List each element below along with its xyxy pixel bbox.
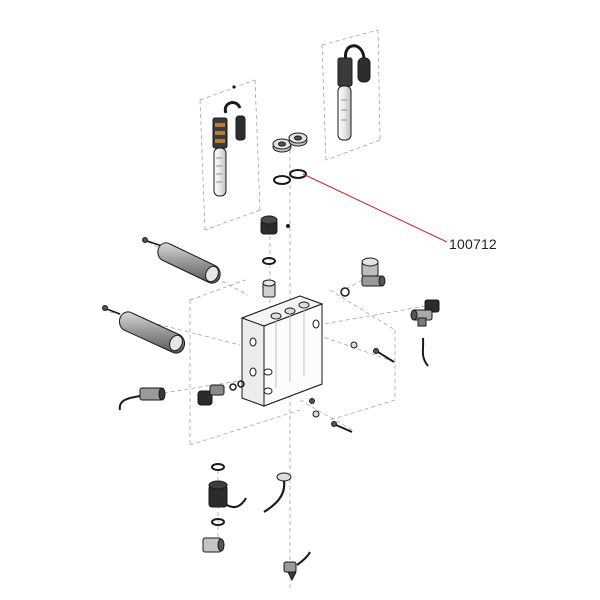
right-elbow-fitting: [340, 257, 386, 297]
upper-cylinder-heater: [142, 237, 221, 284]
assembly-guide-lines: [109, 29, 433, 590]
right-screw: [350, 341, 395, 363]
callout-leader-line: [302, 173, 448, 243]
o-rings-100712: [273, 169, 307, 185]
bottom-drain-valve: [283, 551, 311, 582]
lower-screws: [309, 398, 353, 433]
right-valve-fitting: [410, 299, 440, 367]
top-caps: [272, 132, 308, 153]
left-probe-sensor: [212, 85, 246, 197]
bottom-hose-fitting: [263, 472, 292, 513]
upper-fitting-stack: [260, 215, 290, 298]
manifold-block: [240, 295, 324, 407]
bottom-pump-assembly: [202, 463, 247, 553]
left-plug-fitting: [197, 380, 245, 406]
left-temperature-sensor: [118, 387, 166, 411]
callout-label-part-number: 100712: [449, 236, 497, 252]
lower-cylinder-heater: [102, 305, 186, 354]
right-probe-sensor: [337, 44, 371, 141]
